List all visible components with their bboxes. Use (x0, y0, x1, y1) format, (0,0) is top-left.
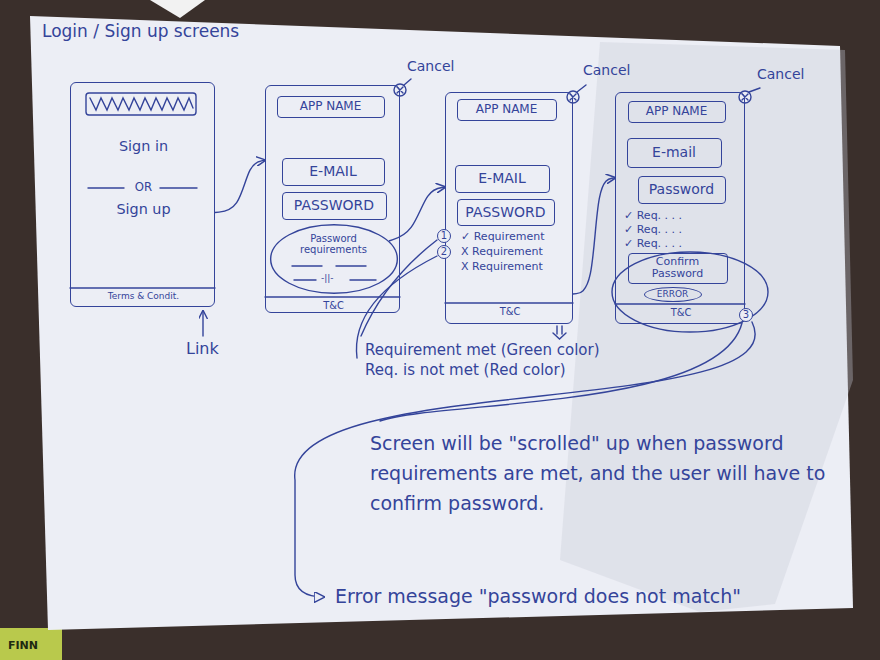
footer-line (70, 287, 215, 288)
box-text: ERROR (657, 289, 689, 299)
leader-line (404, 79, 411, 85)
input-box: E-mail (627, 138, 722, 168)
callout-number: 3 (739, 308, 753, 322)
box-text: Confirm Password (635, 256, 721, 281)
input-box: E-MAIL (455, 165, 550, 193)
box-text: Password (649, 181, 714, 197)
paper-shadow (560, 42, 853, 612)
phone-screen: APP NAME E-MAIL PASSWORD ✓ Requirement X Req… (445, 92, 573, 324)
sticker (0, 628, 62, 660)
placeholder-line (292, 265, 366, 266)
error-oval: ERROR (644, 287, 702, 302)
text-slot: X Requirement (461, 246, 543, 259)
screen-text: ✓ Req. . . . (624, 238, 682, 251)
scroll-arrow (553, 326, 566, 339)
title-box: APP NAME (277, 96, 385, 118)
text-slot: OR (71, 181, 216, 194)
box-text: E-MAIL (478, 170, 525, 186)
annotation-note: Screen will be "scrolled" up when passwo… (370, 428, 835, 518)
sticker-text: FINN (8, 640, 38, 653)
link-label: Link (186, 340, 219, 358)
input-box: E-MAIL (282, 158, 385, 186)
annotation: Error message "password does not match" (335, 586, 741, 608)
phone-screen: APP NAME E-mailPasswordConfirm PasswordER… (615, 92, 745, 324)
text-slot: T&C (266, 300, 401, 311)
scribbled-logo-box (86, 93, 196, 115)
box-text: APP NAME (646, 105, 708, 119)
paper-sheet (30, 16, 853, 630)
flow-arrow (573, 178, 615, 294)
box-text: APP NAME (300, 100, 362, 114)
input-box: PASSWORD (457, 199, 555, 226)
cancel-label: Cancel (407, 58, 454, 74)
screen-text: ✓ Requirement (461, 231, 544, 244)
box-text: PASSWORD (294, 197, 374, 213)
text-slot: T&C (616, 307, 746, 318)
screen-text: X Requirement (461, 261, 543, 274)
box-text: PASSWORD (465, 204, 545, 220)
cancel-label: Cancel (583, 62, 630, 78)
cancel-label: Cancel (757, 66, 804, 82)
annotation: Requirement met (Green color) (365, 342, 600, 359)
leader-line (577, 85, 586, 92)
paper-corner (150, 0, 205, 18)
input-box: PASSWORD (282, 192, 387, 220)
title-box: APP NAME (457, 99, 557, 121)
phone-screen: Sign in OR Sign up Terms & Condit. (70, 82, 215, 307)
screen-text: ✓ Req. . . . (624, 224, 682, 237)
screen-text: X Requirement (461, 246, 543, 259)
screen-text: T&C (446, 306, 574, 317)
screen-text: Sign in (71, 138, 216, 155)
title-box: APP NAME (628, 101, 726, 123)
text-slot: T&C (446, 306, 574, 317)
leader-line (749, 88, 760, 92)
sketch-title: Login / Sign up screens (42, 22, 239, 42)
text-slot: ✓ Requirement (461, 231, 544, 244)
scribble (90, 98, 193, 110)
callout-number: 2 (437, 245, 451, 259)
text-slot: ✓ Req. . . . (624, 224, 682, 237)
box-text: APP NAME (476, 103, 538, 117)
screen-text: OR (71, 181, 216, 194)
leader-arrow (295, 322, 755, 597)
box-text: Password requirements (288, 233, 380, 256)
ellipse-outline (270, 224, 397, 293)
ditto-mark: -||- (321, 273, 334, 283)
callout-number: 1 (437, 229, 451, 243)
text-slot: Terms & Condit. (71, 291, 216, 301)
box-text: E-mail (652, 144, 696, 160)
screen-text: T&C (266, 300, 401, 311)
screen-text: T&C (616, 307, 746, 318)
screen-text: Sign up (71, 201, 216, 218)
footer-line (615, 303, 745, 304)
text-slot: Sign in (71, 138, 216, 155)
screen-text: Terms & Condit. (71, 291, 216, 301)
text-slot: ✓ Req. . . . (624, 238, 682, 251)
leader-line (361, 240, 437, 336)
box-text: E-MAIL (309, 163, 356, 179)
screen-text: ✓ Req. . . . (624, 210, 682, 223)
input-box: Password (638, 176, 726, 204)
leader-arrow (202, 311, 203, 336)
text-slot: Sign up (71, 201, 216, 218)
footer-line (445, 302, 573, 303)
cancel-cross (742, 94, 748, 100)
flow-arrow (215, 160, 265, 212)
text-slot: X Requirement (461, 261, 543, 274)
annotation: Req. is not met (Red color) (365, 362, 566, 379)
cancel-cross (570, 94, 576, 100)
cancel-cross (397, 87, 403, 93)
input-box: Confirm Password (628, 253, 728, 284)
text-slot: ✓ Req. . . . (624, 210, 682, 223)
placeholder-line (294, 279, 376, 280)
